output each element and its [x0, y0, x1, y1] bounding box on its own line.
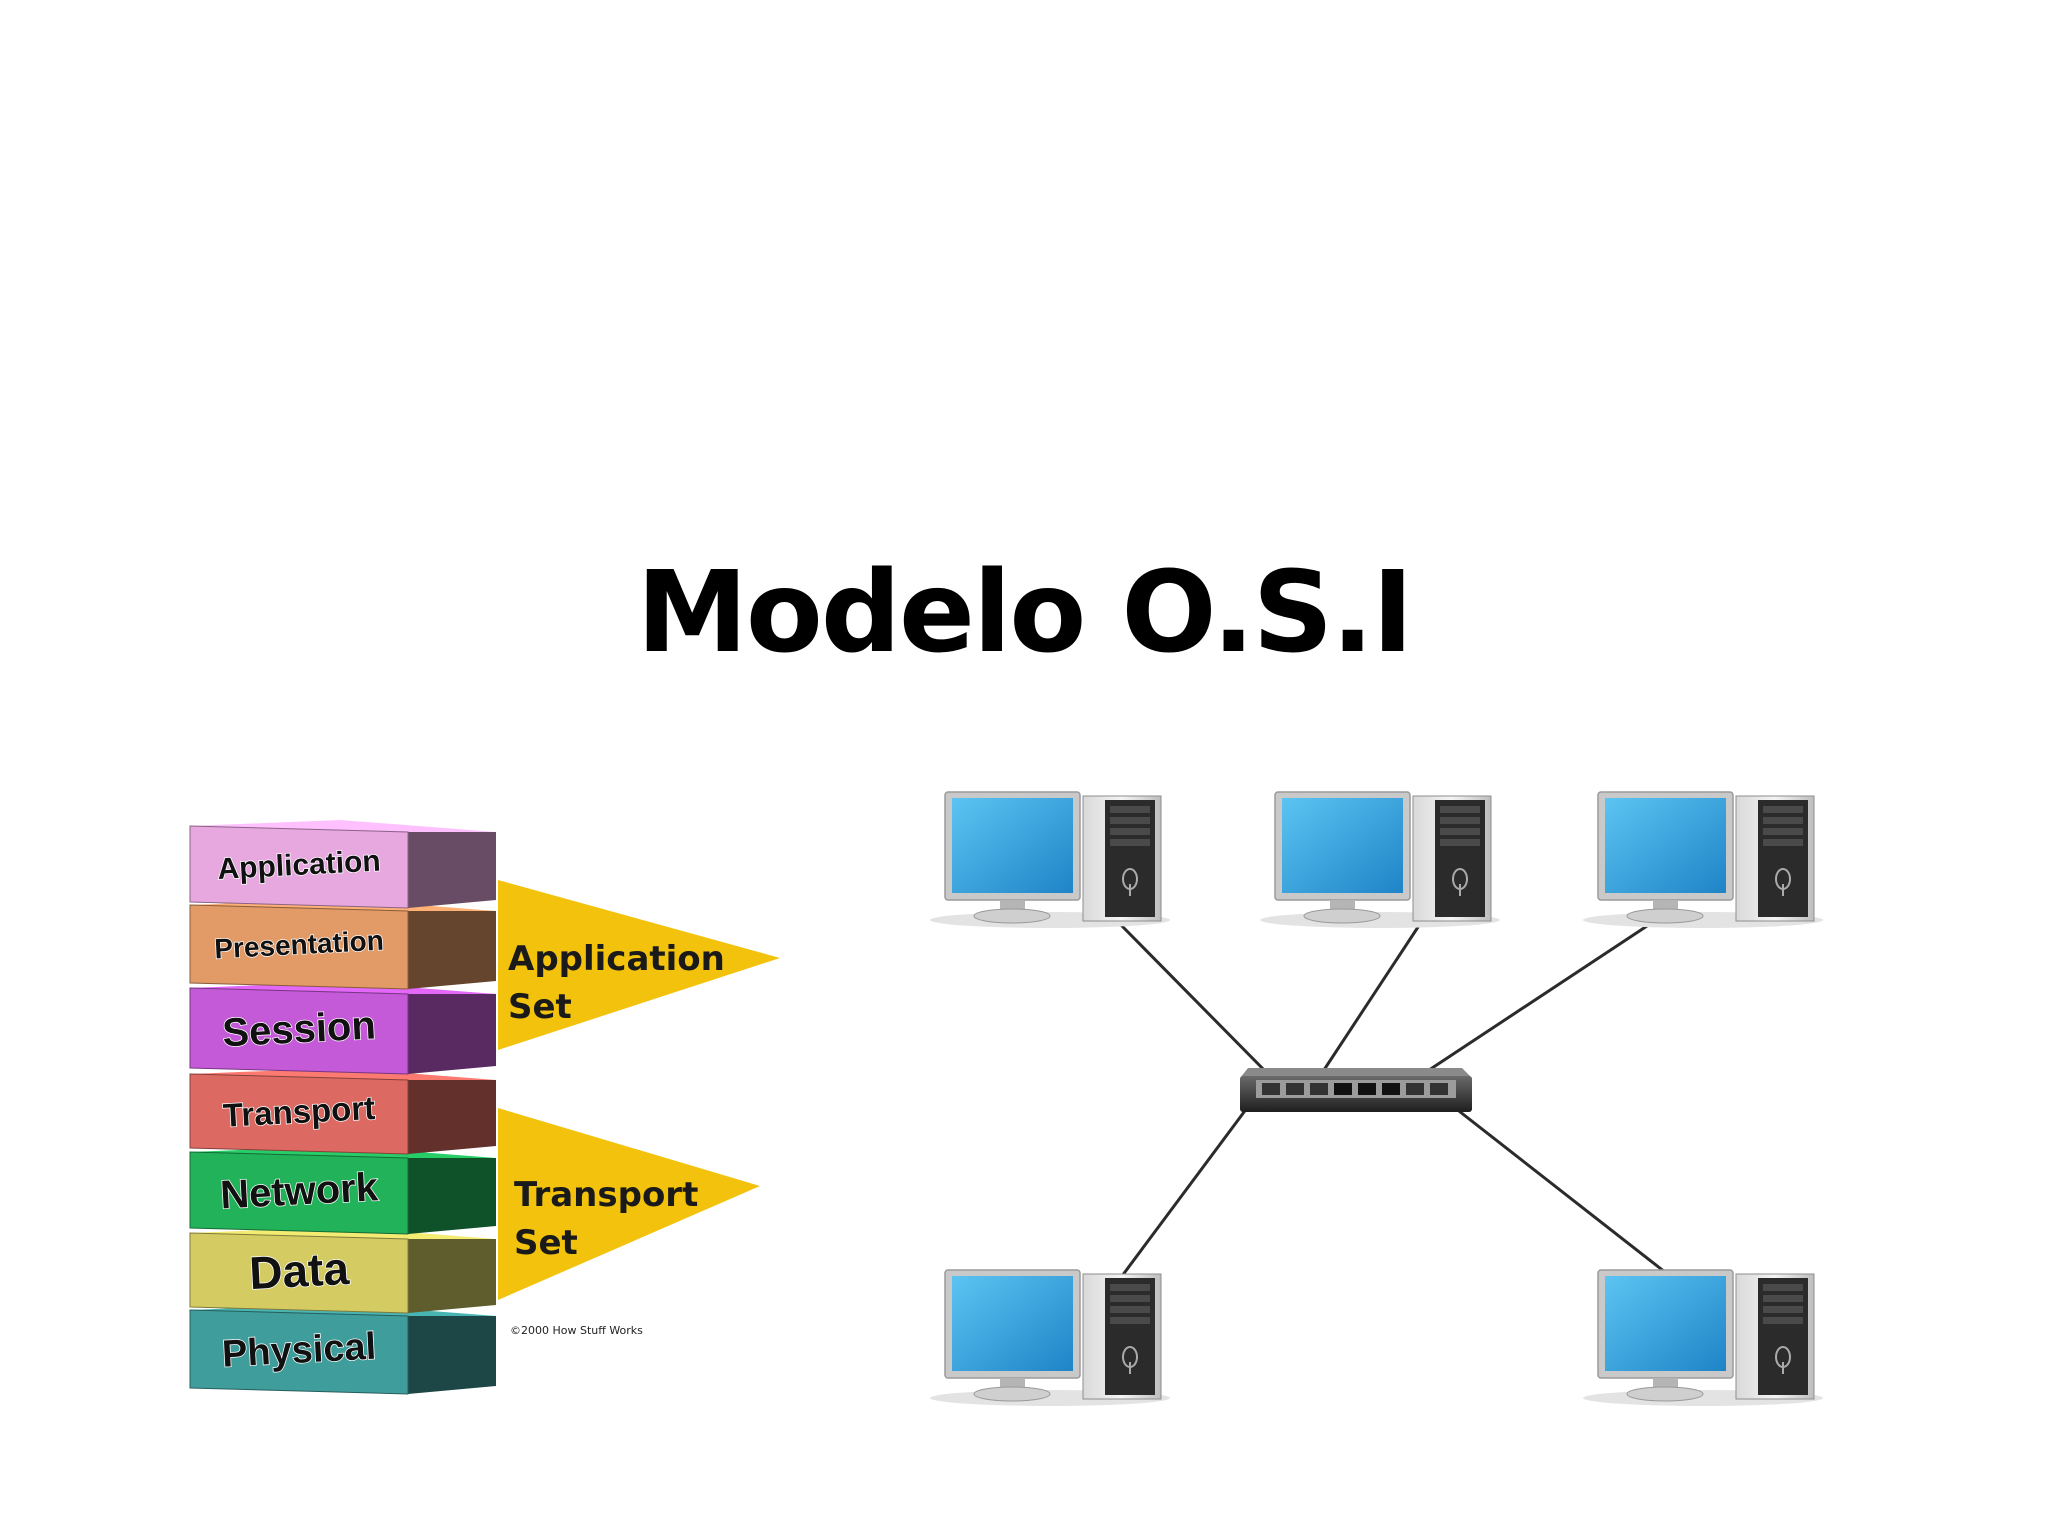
- osi-layer-physical: Physical: [189, 1304, 496, 1395]
- osi-layer-side: [408, 911, 496, 989]
- network-diagram: [929, 791, 1824, 1407]
- osi-stack: Physical Data Network Transport Session Prese…: [189, 820, 780, 1395]
- application-set-label: Application: [508, 939, 725, 979]
- application-set-label-2: Set: [508, 987, 572, 1027]
- osi-layer-data: Data: [189, 1227, 496, 1314]
- computer-icon: [929, 791, 1171, 929]
- switch-icon: [1240, 1068, 1472, 1112]
- osi-layer-front: [189, 904, 409, 990]
- osi-layer-label: Network: [219, 1165, 380, 1217]
- credit-text: ©2000 How Stuff Works: [510, 1324, 643, 1337]
- computer-icon: [1259, 791, 1501, 929]
- osi-layer-network: Network: [189, 1146, 496, 1235]
- osi-layer-front: [189, 825, 409, 909]
- osi-layer-side: [408, 1080, 496, 1154]
- osi-layer-side: [408, 994, 496, 1074]
- application-set-wedge: [498, 880, 780, 1050]
- osi-layer-front: [189, 1073, 409, 1155]
- osi-layer-presentation: Presentation: [189, 899, 496, 990]
- osi-layer-front: [189, 1232, 409, 1314]
- osi-layer-front: [189, 1309, 409, 1395]
- network-cable: [1449, 1102, 1671, 1278]
- transport-set-wedge: [498, 1108, 760, 1300]
- osi-layer-side: [408, 1316, 496, 1394]
- computer-icon: [1582, 791, 1824, 929]
- osi-layer-label: Data: [248, 1242, 351, 1299]
- transport-set-label: Transport: [514, 1175, 698, 1215]
- osi-layer-label: Session: [221, 1003, 376, 1055]
- osi-layer-front: [189, 1151, 409, 1235]
- osi-layer-top: [190, 820, 496, 832]
- osi-layer-session: Session: [189, 982, 496, 1075]
- computer-icon: [929, 1269, 1171, 1407]
- network-cable: [1120, 1103, 1252, 1277]
- osi-layer-side: [408, 1239, 496, 1313]
- network-cable: [1419, 922, 1651, 1078]
- osi-layer-transport: Transport: [189, 1068, 496, 1155]
- osi-layer-front: [189, 987, 409, 1075]
- osi-layer-label: Transport: [222, 1089, 376, 1134]
- osi-layer-top: [190, 1068, 496, 1080]
- osi-layer-application: Application: [189, 820, 496, 909]
- network-cable: [1318, 923, 1422, 1077]
- computer-icon: [1582, 1269, 1824, 1407]
- osi-layer-side: [408, 832, 496, 908]
- slide-title: Modelo O.S.I: [636, 548, 1413, 678]
- network-cable: [1118, 922, 1272, 1078]
- osi-layer-side: [408, 1158, 496, 1234]
- osi-layer-label: Application: [217, 845, 382, 887]
- transport-set-label-2: Set: [514, 1223, 578, 1263]
- osi-layer-label: Physical: [221, 1326, 377, 1376]
